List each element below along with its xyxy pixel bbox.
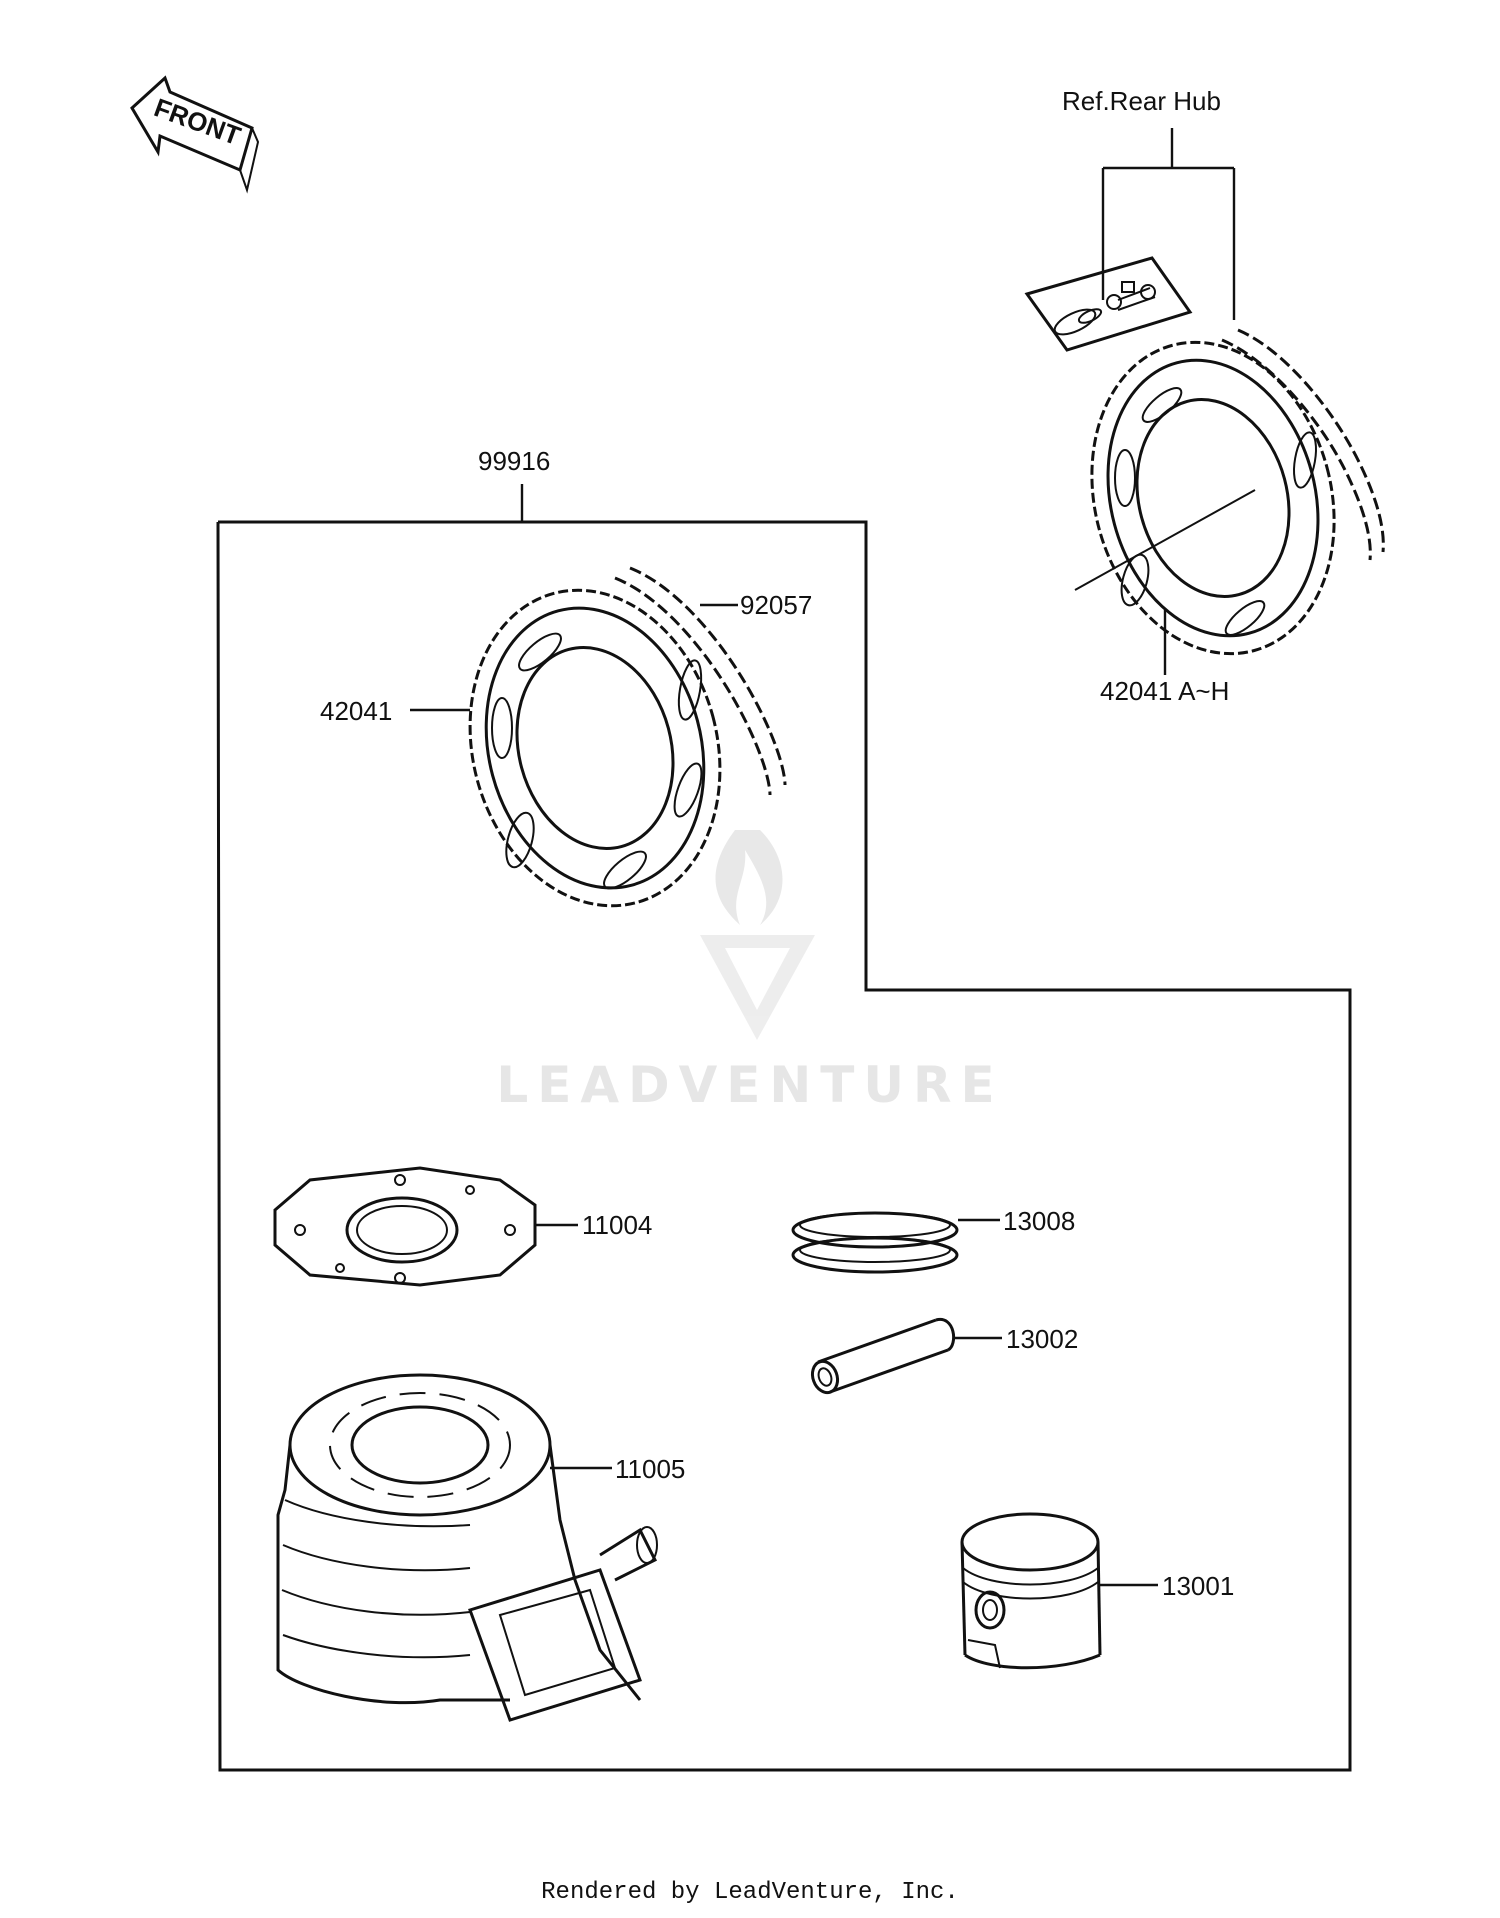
front-arrow: FRONT	[130, 75, 260, 194]
watermark-text: LEADVENTURE	[496, 1056, 1003, 1114]
ref-rear-hub-bracket	[1101, 128, 1236, 320]
ring-set-label: 13008	[1003, 1206, 1075, 1236]
piston-label: 13001	[1162, 1571, 1234, 1601]
sprocket-label: 42041	[320, 696, 392, 726]
kit-chain	[614, 566, 787, 796]
watermark-logo	[700, 830, 815, 1040]
kit-outline	[216, 520, 1352, 1772]
kit-sprocket	[468, 588, 722, 908]
rear-sprocket-reference	[1074, 340, 1336, 656]
master-link-icon	[1024, 256, 1193, 352]
front-arrow-label: FRONT	[150, 92, 245, 151]
piston-ring-set	[791, 1211, 959, 1274]
head-gasket	[273, 1166, 537, 1287]
head-gasket-label: 11004	[582, 1210, 652, 1240]
piston-pin	[810, 1318, 956, 1395]
footer-credit: Rendered by LeadVenture, Inc.	[541, 1879, 959, 1906]
piston	[960, 1512, 1102, 1670]
rear-chain-reference	[1221, 328, 1385, 561]
kit-number-label: 99916	[478, 446, 550, 476]
sprocket-ref-label: 42041 A~H	[1100, 676, 1229, 706]
ref-rear-hub-label: Ref.Rear Hub	[1062, 86, 1221, 116]
cylinder-label: 11005	[615, 1454, 685, 1484]
piston-pin-label: 13002	[1006, 1324, 1078, 1354]
chain-label: 92057	[740, 590, 812, 620]
cylinder	[276, 1373, 658, 1722]
